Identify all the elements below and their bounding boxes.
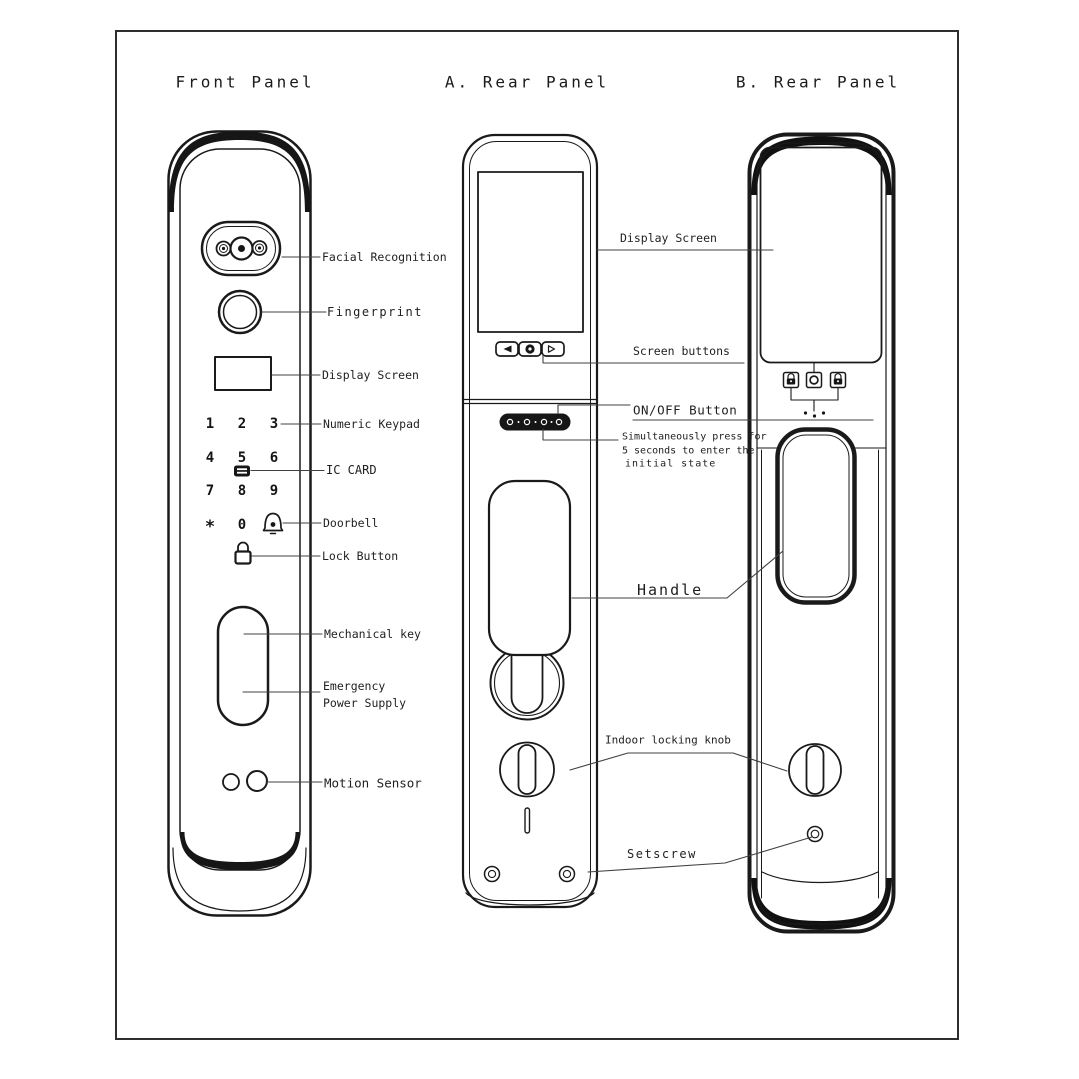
keypad-key-4: 4 xyxy=(205,450,215,466)
keypad-key-6: 6 xyxy=(269,450,279,466)
fingerprint-sensor-icon xyxy=(217,289,263,335)
rear-a-locking-knob xyxy=(499,741,555,834)
rear-b-handle xyxy=(775,427,857,605)
rear-panel-b-title: B. Rear Panel xyxy=(735,72,901,92)
keypad-key-3: 3 xyxy=(269,416,279,432)
rear-panel-a-device xyxy=(461,133,599,909)
card-icon xyxy=(234,465,250,477)
key-cover-capsule xyxy=(216,605,270,727)
arrow-right-icon xyxy=(541,341,565,357)
init-note-line3: initial state xyxy=(625,458,717,470)
padlock-icon xyxy=(829,371,847,389)
init-note-line1: Simultaneously press for xyxy=(622,431,767,443)
init-note-line2: 5 seconds to enter the xyxy=(622,445,755,456)
screen-buttons-label: Screen buttons xyxy=(633,344,730,358)
keypad-key-1: 1 xyxy=(205,416,215,432)
mechanical-key-label: Mechanical key xyxy=(324,627,421,641)
indoor-locking-knob-label: Indoor locking knob xyxy=(605,733,731,747)
keypad-key-star: * xyxy=(204,517,216,537)
rear-a-handle-mount xyxy=(487,479,572,721)
handle-label: Handle xyxy=(637,581,704,599)
rear-panel-b-device xyxy=(747,132,896,934)
front-display-screen-label: Display Screen xyxy=(322,368,419,382)
motion-sensor-icon xyxy=(222,770,268,792)
doorbell-label: Doorbell xyxy=(323,516,379,530)
facial-recognition-label: Facial Recognition xyxy=(322,250,447,264)
motion-sensor-label: Motion Sensor xyxy=(324,775,422,791)
padlock-icon xyxy=(234,541,252,565)
ring-icon xyxy=(805,371,823,389)
bell-icon xyxy=(262,512,284,535)
rear-a-display-screen xyxy=(477,171,584,333)
numeric-keypad-label: Numeric Keypad xyxy=(323,417,420,431)
rear-b-locking-knob xyxy=(788,743,842,797)
keypad-key-7: 7 xyxy=(205,483,215,499)
onoff-button-label: ON/OFF Button xyxy=(633,402,738,418)
rear-panel-a-title: A. Rear Panel xyxy=(444,72,610,92)
rear-b-display-screen xyxy=(759,146,883,364)
keypad-key-2: 2 xyxy=(237,416,247,432)
keypad-key-0: 0 xyxy=(237,517,247,533)
front-panel-title: Front Panel xyxy=(175,72,315,92)
padlock-icon xyxy=(782,371,800,389)
rear-a-setscrews xyxy=(483,865,576,883)
front-display-screen xyxy=(214,356,272,391)
rear-display-screen-label: Display Screen xyxy=(620,231,717,245)
onoff-button-strip xyxy=(499,413,571,431)
fingerprint-label: Fingerprint xyxy=(327,305,423,319)
camera-module-icon xyxy=(200,220,282,277)
rear-b-setscrew xyxy=(806,825,824,843)
leader-lines xyxy=(242,249,874,873)
keypad-key-9: 9 xyxy=(269,483,279,499)
front-panel-device xyxy=(167,130,312,917)
emergency-label-line1: Emergency xyxy=(323,679,386,693)
setscrew-label: Setscrew xyxy=(627,847,697,861)
keypad-key-5: 5 xyxy=(237,450,247,466)
emergency-label-line2: Power Supply xyxy=(323,696,407,710)
ic-card-label: IC CARD xyxy=(326,463,377,477)
arrow-left-icon xyxy=(495,341,519,357)
circle-icon xyxy=(518,341,542,357)
keypad-key-8: 8 xyxy=(237,483,247,499)
lock-button-label: Lock Button xyxy=(322,549,399,563)
